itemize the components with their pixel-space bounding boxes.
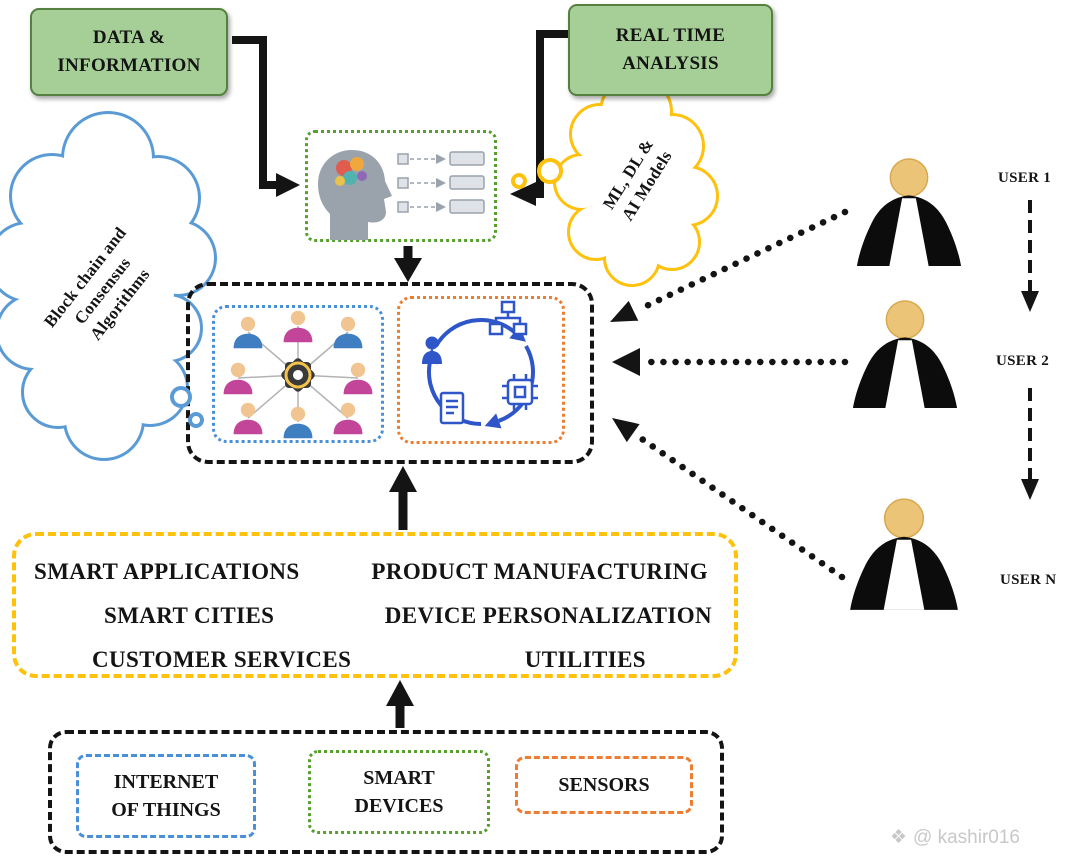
app-smart-applications: SMART APPLICATIONS: [34, 559, 300, 584]
watermark-text: @ kashir016: [913, 826, 1020, 848]
ml-cloud-label: ML, DL & AI Models: [584, 112, 691, 247]
arrow-devices-to-apps: [386, 680, 414, 728]
sensors-label: SENSORS: [558, 774, 650, 796]
data-information-line2: INFORMATION: [57, 55, 201, 76]
user2-figure: [852, 300, 958, 409]
arrow-user1-to-network: [610, 208, 849, 322]
user1-label: USER 1: [998, 170, 1052, 186]
user1-figure: [856, 158, 962, 267]
smart-devices-box: SMART DEVICES: [308, 750, 490, 834]
applications-box: SMART APPLICATIONS PRODUCT MANUFACTURING…: [12, 532, 738, 678]
data-information-line1: DATA &: [92, 27, 166, 49]
app-product-manufacturing: PRODUCT MANUFACTURING: [371, 559, 708, 584]
arrow-data-to-ai-model: [232, 36, 300, 197]
app-device-personalization: DEVICE PERSONALIZATION: [384, 603, 712, 628]
usern-label: USER N: [1000, 572, 1057, 588]
arrow-analysis-to-ai-model: [510, 30, 568, 206]
watermark: ❖ @ kashir016: [890, 826, 1070, 849]
smart-devices-line1: SMART: [363, 767, 435, 789]
arrow-user2-to-network: [612, 348, 849, 376]
arrow-ai-to-network: [394, 246, 422, 282]
applications-row-1: SMART APPLICATIONS PRODUCT MANUFACTURING: [16, 550, 734, 594]
iot-line1: INTERNET: [113, 771, 219, 793]
smart-devices-line2: DEVICES: [354, 795, 444, 817]
arrow-apps-to-network: [389, 466, 417, 530]
devices-outer-box: [48, 730, 724, 854]
blockchain-cloud-label: Block chain and Consensus Algorithms: [18, 196, 187, 387]
app-customer-services: CUSTOMER SERVICES: [92, 647, 352, 672]
app-utilities: UTILITIES: [524, 647, 646, 672]
watermark-logo-icon: ❖: [890, 827, 908, 848]
data-information-box: DATA & INFORMATION: [30, 8, 228, 96]
iot-line2: OF THINGS: [111, 799, 221, 821]
applications-row-3: CUSTOMER SERVICES UTILITIES: [16, 638, 734, 682]
blockchain-cloud-line2: Consensus: [70, 253, 135, 328]
internet-of-things-box: INTERNET OF THINGS: [76, 754, 256, 838]
ml-cloud-bubbles: [511, 158, 563, 189]
real-time-analysis-line1: REAL TIME: [615, 25, 726, 47]
sensors-box: SENSORS: [515, 756, 693, 814]
arrow-user2-to-usern: [1021, 388, 1039, 500]
automation-process-box: [397, 296, 565, 444]
real-time-analysis-box: REAL TIME ANALYSIS: [568, 4, 773, 96]
ai-model-box: [305, 130, 497, 242]
usern-figure: [849, 498, 959, 611]
applications-row-2: SMART CITIES DEVICE PERSONALIZATION: [16, 594, 734, 638]
real-time-analysis-line2: ANALYSIS: [622, 53, 719, 74]
app-smart-cities: SMART CITIES: [104, 603, 275, 628]
user2-label: USER 2: [996, 353, 1050, 369]
consensus-network-box: [212, 305, 384, 443]
arrow-user1-to-user2: [1021, 200, 1039, 312]
